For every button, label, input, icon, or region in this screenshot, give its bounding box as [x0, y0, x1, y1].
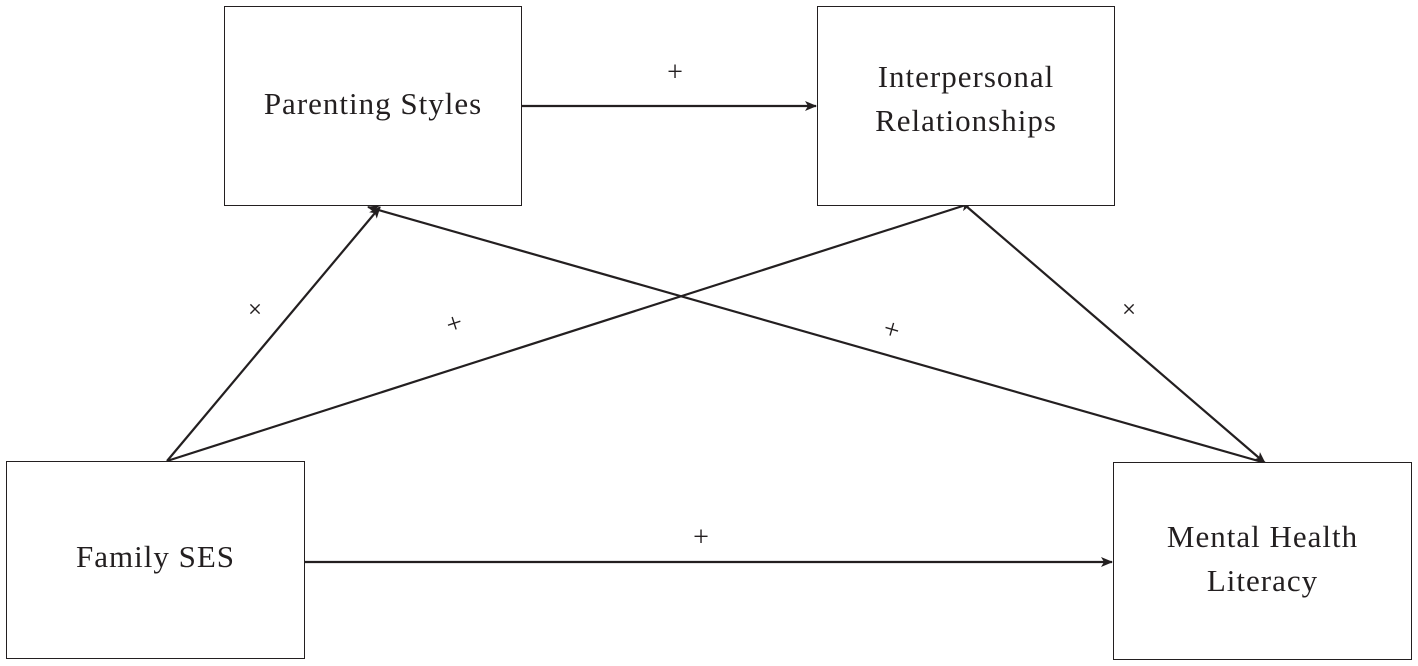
node-interpersonal-relationships: Interpersonal Relationships — [817, 6, 1115, 206]
edge-interpersonal-to-mental — [965, 205, 1266, 464]
node-family-ses: Family SES — [6, 461, 305, 659]
sign-family-to-mental: + — [693, 522, 709, 553]
sign-family-to-parenting: + — [239, 293, 272, 326]
edge-mental-to-parenting — [367, 205, 1263, 464]
node-mental-health-literacy: Mental Health Literacy — [1113, 462, 1412, 660]
edge-family-to-interpersonal — [166, 201, 973, 463]
sign-family-to-interpersonal: + — [442, 307, 467, 341]
node-parenting-styles: Parenting Styles — [224, 6, 522, 206]
node-parenting-styles-label: Parenting Styles — [263, 86, 483, 121]
node-family-ses-label: Family SES — [75, 539, 235, 574]
sign-mental-to-parenting: + — [880, 313, 904, 347]
sign-parenting-to-interpersonal: + — [667, 57, 683, 88]
node-interpersonal-relationships-label: Interpersonal Relationships — [875, 59, 1057, 138]
edge-family-to-parenting — [166, 206, 381, 462]
node-mental-health-literacy-label: Mental Health Literacy — [1166, 519, 1359, 598]
sign-interpersonal-to-mental: + — [1112, 293, 1145, 326]
